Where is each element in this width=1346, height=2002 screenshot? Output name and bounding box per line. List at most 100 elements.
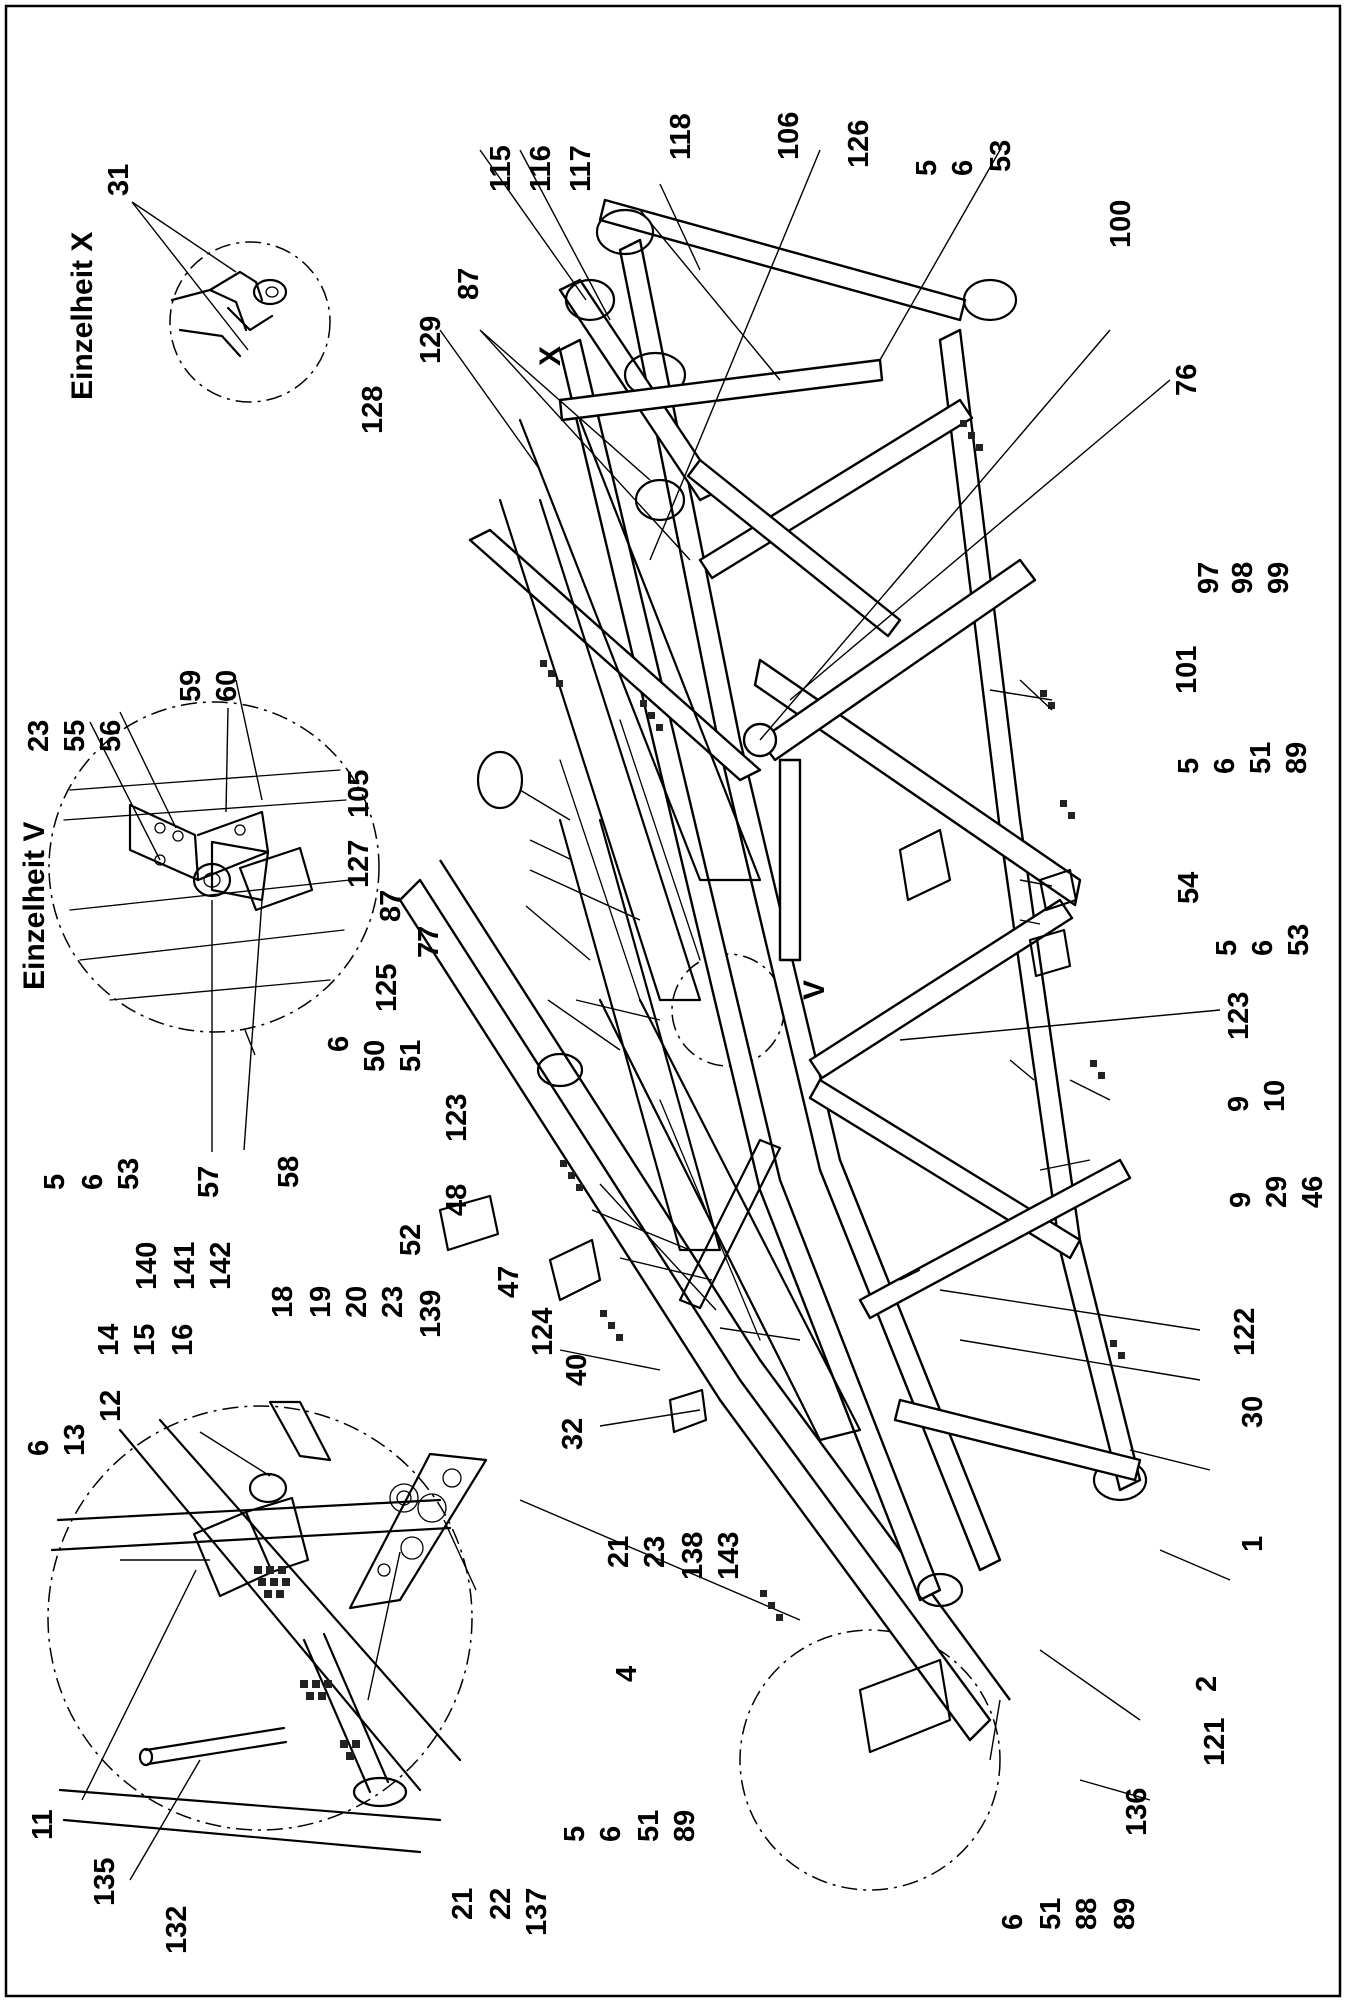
callout-18: 18: [267, 1286, 299, 1318]
callout-141: 141: [169, 1242, 201, 1290]
callout-140: 140: [131, 1242, 163, 1290]
callout-46: 46: [1297, 1176, 1329, 1208]
callout-5-a: 5: [911, 160, 943, 176]
main-frame: [398, 149, 1231, 1891]
callout-29: 29: [1261, 1176, 1293, 1208]
callout-97: 97: [1193, 562, 1225, 594]
callout-6-h: 6: [997, 1914, 1029, 1930]
callout-135: 135: [89, 1858, 121, 1906]
callout-126: 126: [843, 120, 875, 168]
callout-122: 122: [1229, 1308, 1261, 1356]
callout-10: 10: [1259, 1080, 1291, 1112]
callout-6-g: 6: [595, 1826, 627, 1842]
callout-30: 30: [1237, 1396, 1269, 1428]
detail-x: Einzelheit X: [66, 201, 331, 403]
callout-132: 132: [161, 1906, 193, 1954]
callout-118: 118: [665, 113, 697, 160]
callout-77: 77: [413, 926, 445, 958]
callout-5-g: 5: [559, 1826, 591, 1842]
callout-116: 116: [525, 145, 557, 192]
callout-6-e: 6: [77, 1174, 109, 1190]
callout-22: 22: [485, 1888, 517, 1920]
callout-121: 121: [1199, 1718, 1231, 1766]
detail-v: Einzelheit V: [18, 679, 380, 1152]
callout-2: 2: [1191, 1676, 1223, 1692]
callout-23-b: 23: [377, 1286, 409, 1318]
callout-123-a: 123: [1223, 992, 1255, 1040]
callout-128: 128: [357, 386, 389, 434]
marker-v: V: [798, 980, 831, 1000]
callout-13: 13: [59, 1424, 91, 1456]
callout-6-f: 6: [23, 1440, 55, 1456]
callout-11: 11: [27, 1809, 59, 1840]
callout-105: 105: [343, 770, 375, 818]
callout-54: 54: [1173, 872, 1205, 904]
callout-47: 47: [493, 1266, 525, 1298]
callout-23-c: 23: [639, 1536, 671, 1568]
callout-59: 59: [175, 670, 207, 702]
callout-20: 20: [341, 1286, 373, 1318]
callout-136: 136: [1121, 1788, 1153, 1836]
callout-9-a: 9: [1223, 1096, 1255, 1112]
callout-31: 31: [103, 164, 135, 196]
callout-48: 48: [441, 1184, 473, 1216]
callout-55: 55: [59, 720, 91, 752]
callout-117: 117: [565, 145, 597, 192]
callout-15: 15: [129, 1324, 161, 1356]
callout-87-a: 87: [453, 268, 485, 300]
callout-32: 32: [557, 1418, 589, 1450]
callout-12: 12: [95, 1390, 127, 1422]
callout-53-c: 53: [1283, 924, 1315, 956]
callout-6-c: 6: [1247, 940, 1279, 956]
callout-100: 100: [1105, 200, 1137, 248]
callout-40: 40: [561, 1354, 593, 1386]
detail-leader: [519, 1499, 801, 1621]
callout-124: 124: [527, 1308, 559, 1356]
callout-53-a: 53: [985, 140, 1017, 172]
callout-52: 52: [395, 1224, 427, 1256]
callout-142: 142: [205, 1242, 237, 1290]
callout-9-b: 9: [1225, 1192, 1257, 1208]
callout-125: 125: [371, 964, 403, 1012]
callout-6-d: 6: [323, 1036, 355, 1052]
callout-50: 50: [359, 1040, 391, 1072]
callout-5-b: 5: [1173, 758, 1205, 774]
callout-57: 57: [193, 1166, 225, 1198]
callout-5-e: 5: [39, 1174, 71, 1190]
callout-137: 137: [521, 1888, 553, 1936]
detail-v-title: Einzelheit V: [18, 822, 51, 990]
detail-rear-plate: [47, 1400, 488, 1881]
callout-5-c: 5: [1211, 940, 1243, 956]
callout-21-b: 21: [447, 1888, 479, 1920]
callout-56: 56: [95, 720, 127, 752]
callout-129: 129: [415, 316, 447, 364]
callout-58: 58: [273, 1156, 305, 1188]
callout-60: 60: [211, 670, 243, 702]
callout-19: 19: [305, 1286, 337, 1318]
callout-1: 1: [1237, 1536, 1269, 1552]
detail-x-title: Einzelheit X: [66, 232, 99, 400]
callout-89-b: 89: [1281, 742, 1313, 774]
callout-4: 4: [611, 1666, 643, 1682]
callout-51-h: 51: [1035, 1898, 1067, 1930]
callout-16: 16: [167, 1324, 199, 1356]
callout-138: 138: [677, 1532, 709, 1580]
callout-76: 76: [1171, 364, 1203, 396]
callout-123-b: 123: [441, 1094, 473, 1142]
callout-139: 139: [415, 1290, 447, 1338]
callout-89-h: 89: [1109, 1898, 1141, 1930]
drawing-border: [4, 4, 1342, 1998]
callout-115: 115: [485, 145, 517, 192]
callout-6-a: 6: [947, 160, 979, 176]
callout-106: 106: [773, 112, 805, 160]
callout-51-d: 51: [395, 1040, 427, 1072]
callout-53-e: 53: [113, 1158, 145, 1190]
callout-143: 143: [713, 1532, 745, 1580]
callout-127: 127: [343, 840, 375, 888]
callout-101: 101: [1171, 646, 1203, 694]
callout-21-a: 21: [603, 1536, 635, 1568]
callout-numbers: 31 115 116 117 118 106 126 5 6 53 100 87…: [23, 112, 1329, 1954]
callout-89-g: 89: [669, 1810, 701, 1842]
callout-98: 98: [1227, 562, 1259, 594]
